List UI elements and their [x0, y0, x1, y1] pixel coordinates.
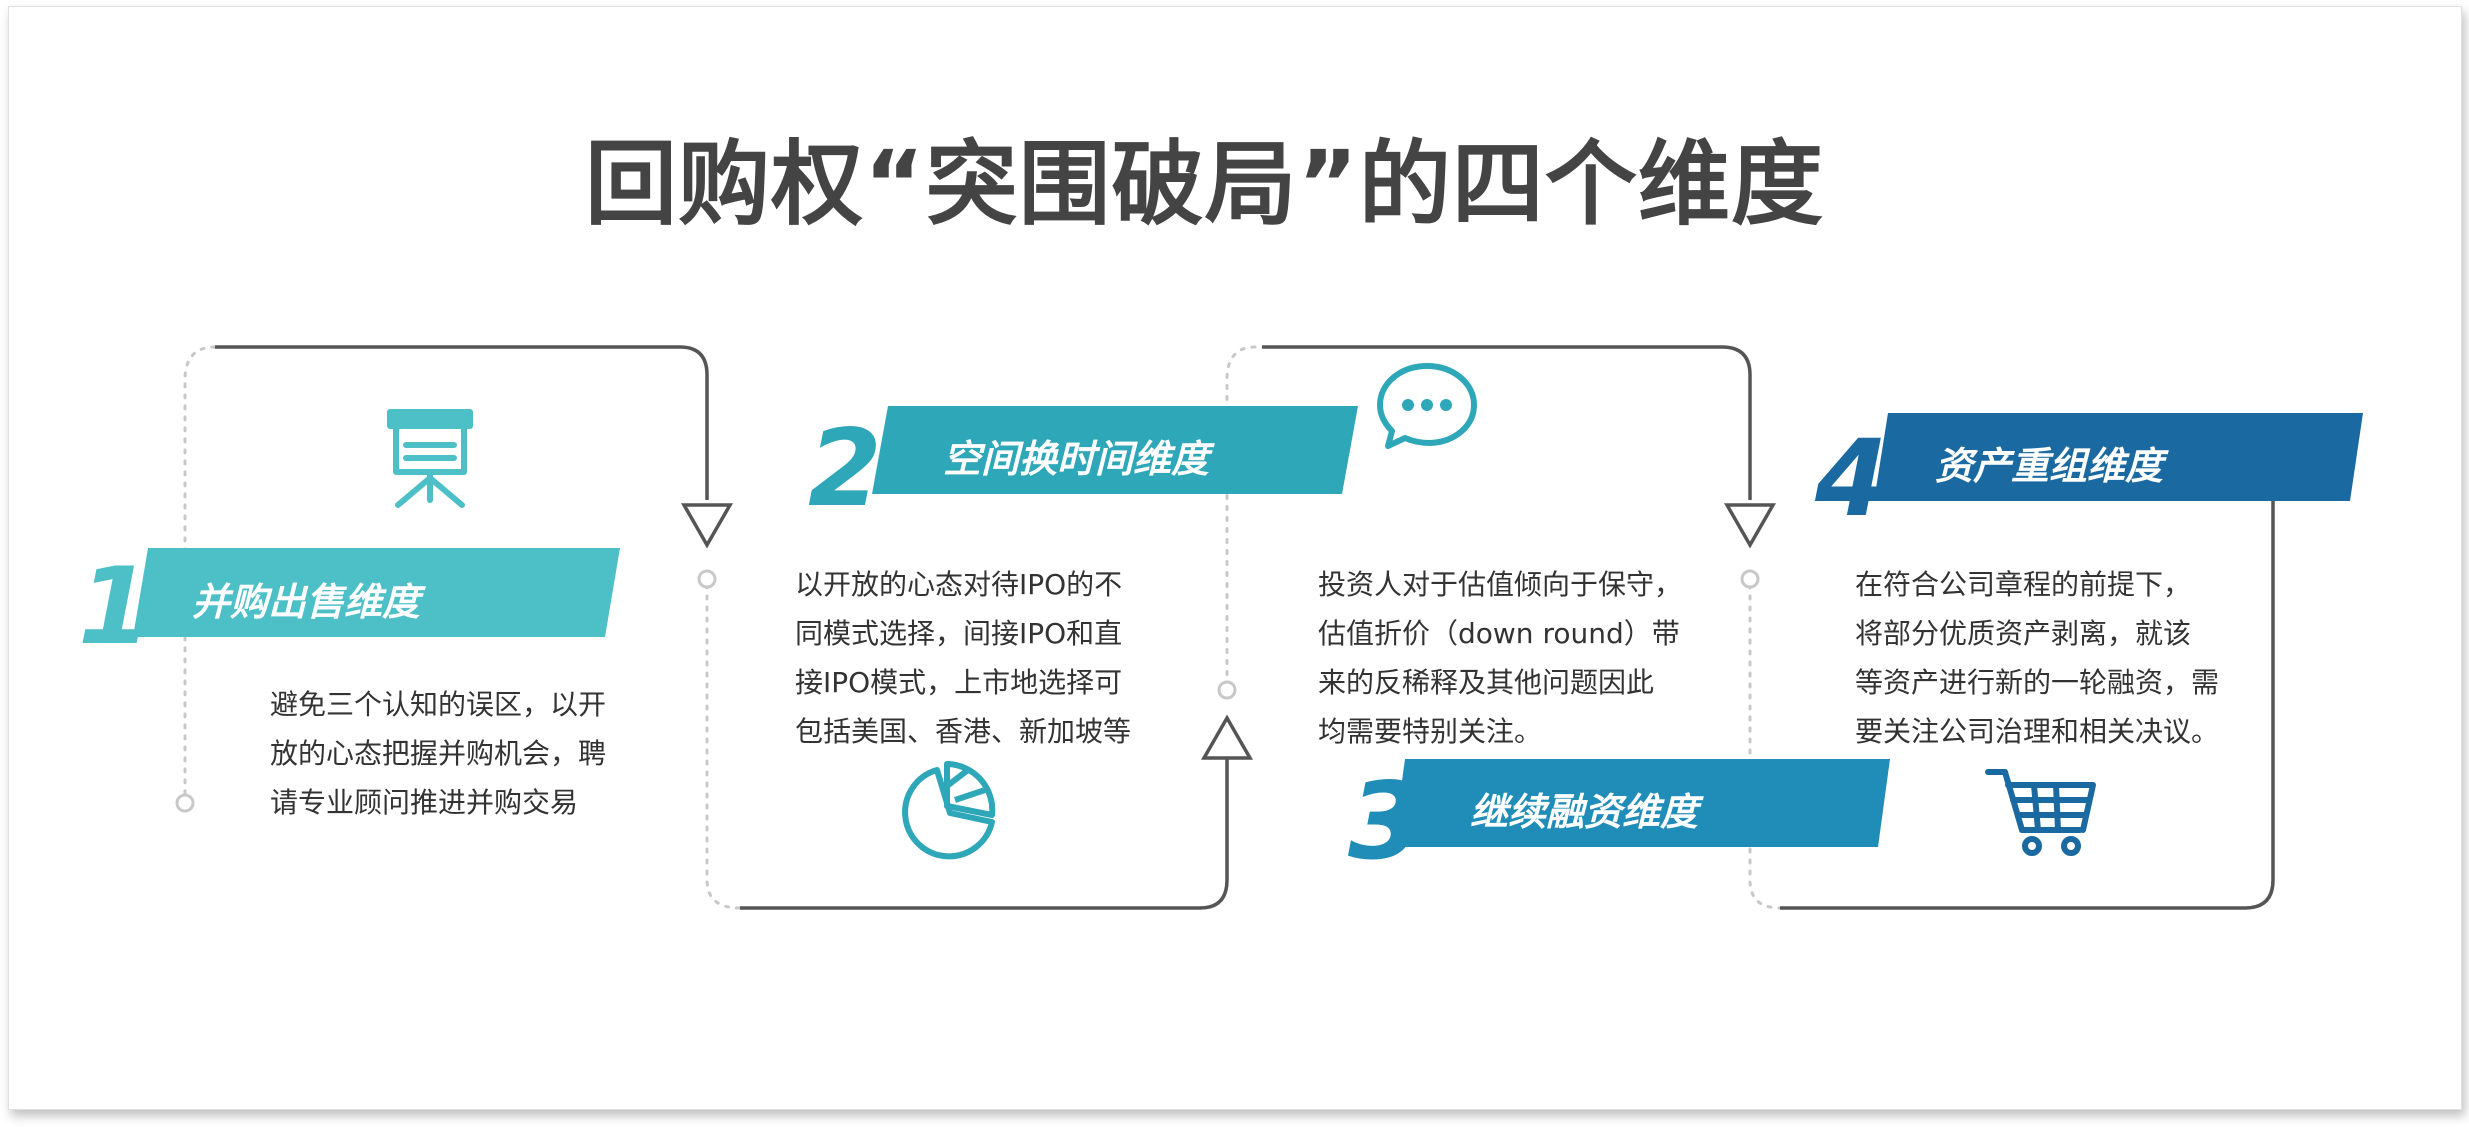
step-3-line: 来的反稀释及其他问题因此 [1318, 666, 1655, 699]
connector-3 [1262, 345, 1752, 500]
dotted-guide-4 [1748, 583, 1782, 910]
step-3-line: 均需要特别关注。 [1318, 715, 1543, 748]
connectors [215, 345, 2275, 910]
step-4-line: 在符合公司章程的前提下， [1855, 568, 2192, 601]
band-step-2 [872, 406, 1358, 494]
arrow-down-1 [680, 503, 734, 549]
dotted-guides [183, 345, 1782, 910]
shopping-cart-icon [1985, 769, 2096, 856]
step-number-2: 2 [808, 407, 882, 530]
arrowheads [680, 503, 1777, 760]
presentation-board-icon [387, 409, 473, 508]
band-step-1 [133, 548, 620, 637]
connector-1 [215, 345, 709, 500]
step-1-line: 请专业顾问推进并购交易 [270, 786, 579, 819]
step-3-label: 继续融资维度 [1470, 790, 1699, 834]
step-number-4: 4 [1814, 417, 1889, 540]
step-number-1: 1 [78, 545, 152, 668]
step-1-line: 放的心态把握并购机会，聘 [270, 737, 607, 770]
band-step-3 [1393, 759, 1890, 847]
step-2-description: 以开放的心态对待IPO的不 同模式选择，间接IPO和直 接IPO模式，上市地选择… [795, 560, 1131, 756]
page-title: 回购权“突围破局”的四个维度 [585, 131, 1824, 238]
step-4-description: 在符合公司章程的前提下， 将部分优质资产剥离，就该 等资产进行新的一轮融资，需 … [1855, 560, 2219, 756]
step-3-line: 估值折价（down round）带 [1318, 617, 1680, 650]
step-number-3: 3 [1348, 760, 1422, 883]
step-3-description: 投资人对于估值倾向于保守， 估值折价（down round）带 来的反稀释及其他… [1318, 560, 1682, 756]
guide-circle-3 [1217, 680, 1237, 700]
guide-circles [175, 569, 1760, 813]
arrow-up-2 [1200, 714, 1254, 760]
step-4-label: 资产重组维度 [1935, 444, 2164, 488]
step-2-line: 以开放的心态对待IPO的不 [795, 568, 1123, 601]
step-1-label: 并购出售维度 [192, 580, 421, 624]
arrow-down-3 [1723, 503, 1777, 549]
step-2-line: 接IPO模式，上市地选择可 [795, 666, 1123, 699]
dotted-guide-2 [705, 583, 742, 910]
chat-bubble-icon [1377, 363, 1477, 449]
pie-chart-icon [902, 761, 996, 860]
step-4-line: 等资产进行新的一轮融资，需 [1855, 666, 2220, 699]
step-4-line: 将部分优质资产剥离，就该 [1855, 617, 2192, 650]
step-3-line: 投资人对于估值倾向于保守， [1318, 568, 1683, 601]
step-4-line: 要关注公司治理和相关决议。 [1855, 715, 2220, 748]
step-2-line: 同模式选择，间接IPO和直 [795, 617, 1123, 650]
guide-circle-4 [1740, 569, 1760, 589]
band-step-4 [1874, 413, 2363, 501]
step-2-line: 包括美国、香港、新加坡等 [795, 715, 1132, 748]
step-1-line: 避免三个认知的误区，以开 [270, 688, 607, 721]
connector-2 [740, 758, 1229, 910]
step-1-description: 避免三个认知的误区，以开 放的心态把握并购机会，聘 请专业顾问推进并购交易 [270, 680, 606, 827]
guide-circle-1 [175, 793, 195, 813]
connector-4 [1780, 465, 2275, 910]
guide-circle-2 [697, 569, 717, 589]
dotted-guide-3 [1225, 345, 1257, 687]
step-2-label: 空间换时间维度 [943, 437, 1210, 481]
